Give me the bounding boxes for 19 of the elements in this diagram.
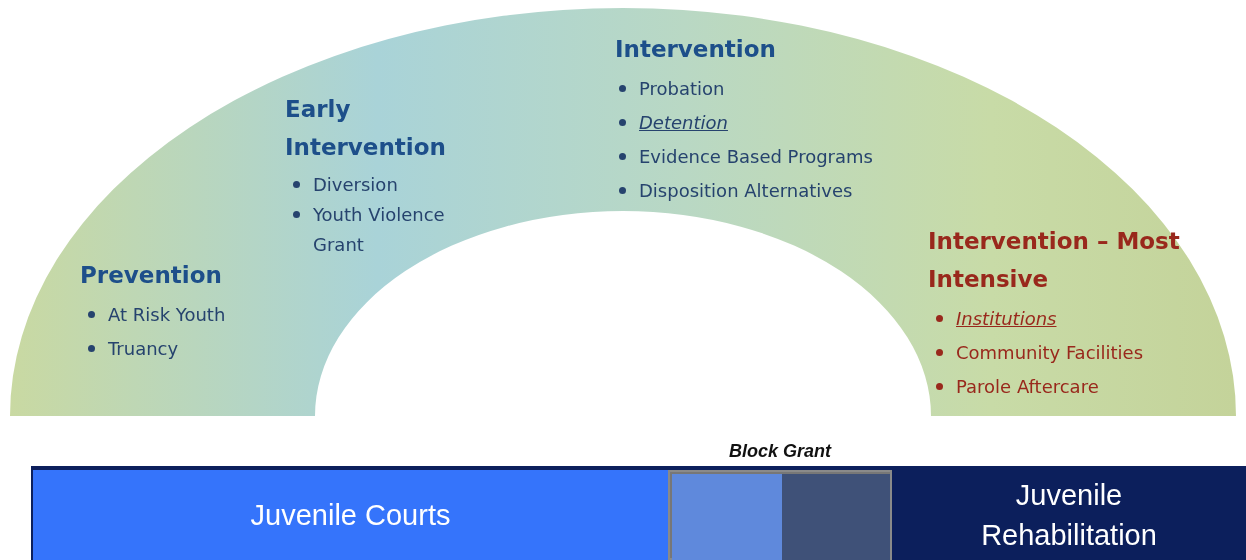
bullet-item: Detention (639, 112, 728, 133)
section-heading: Intervention – Most Intensive (928, 227, 1181, 294)
section-heading: Prevention (80, 261, 222, 290)
bullet-item: Diversion (313, 174, 398, 195)
bar-segment (782, 474, 890, 560)
bullet-item: Truancy (108, 338, 179, 359)
bullet-item: Community Facilities (956, 342, 1144, 363)
bullet-item: Evidence Based Programs (639, 146, 873, 167)
bullet-item: Institutions (956, 308, 1057, 329)
bar-segment: Juvenile Courts (33, 470, 668, 560)
bullet-item: At Risk Youth (108, 304, 226, 325)
bullet-item: Disposition Alternatives (639, 180, 853, 201)
bullet-item: Parole Aftercare (956, 376, 1099, 397)
section-heading: Intervention (615, 35, 776, 64)
bullet-item: Probation (639, 78, 725, 99)
bullet-item: Youth Violence Grant (313, 204, 445, 255)
group-heading: Block Grant (728, 440, 833, 463)
bar-segment (672, 474, 782, 560)
section-heading: Early Intervention (285, 95, 447, 162)
